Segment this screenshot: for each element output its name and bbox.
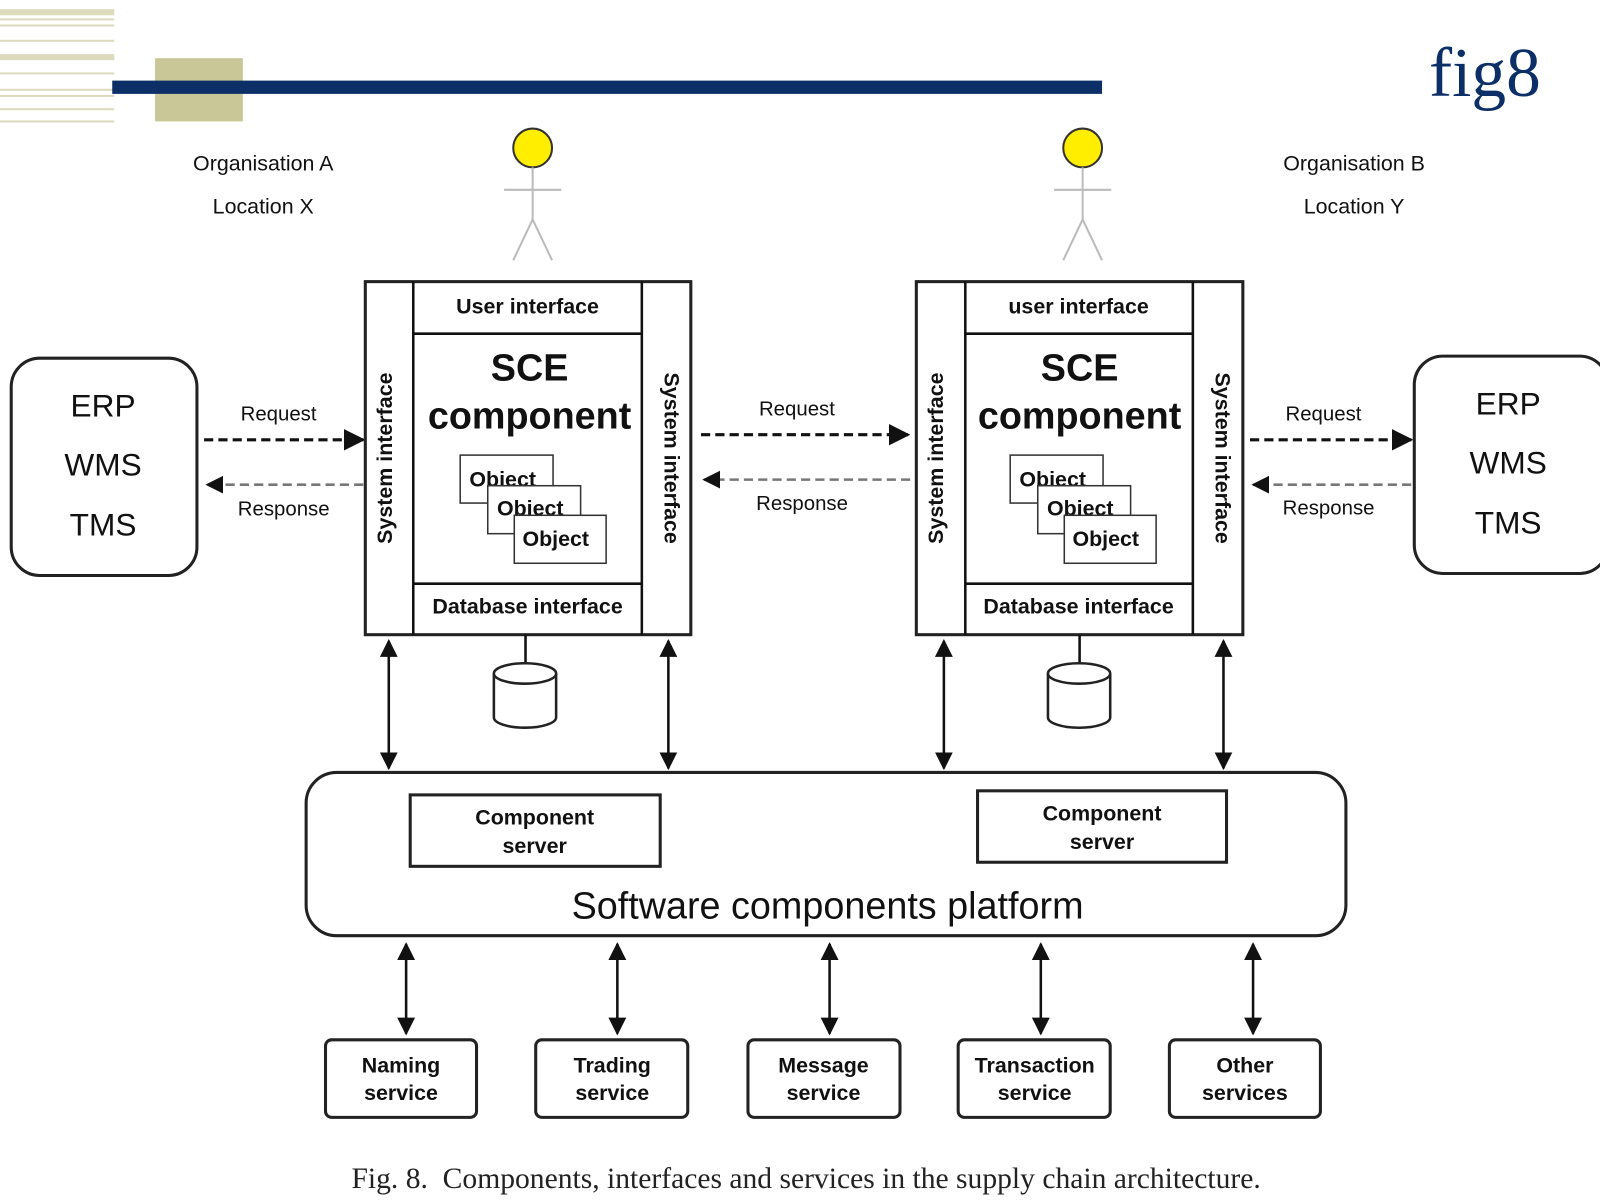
system-interface-label: System interface: [1210, 372, 1234, 543]
svg-text:Object: Object: [1072, 527, 1139, 551]
service-message: Message service: [746, 1038, 902, 1119]
sce-title-2: component: [428, 395, 632, 437]
svg-text:services: services: [1202, 1081, 1288, 1105]
header-stripes: [0, 9, 115, 123]
svg-text:service: service: [787, 1081, 861, 1105]
slide-title: fig8: [1429, 35, 1541, 112]
org-a-location: Location X: [213, 194, 314, 218]
user-interface-label: user interface: [1008, 294, 1148, 318]
platform-label: Software components platform: [572, 884, 1084, 926]
erp-label: ERP: [71, 387, 136, 423]
header-bar: [112, 80, 1103, 94]
user-actor-icon: [504, 127, 562, 261]
service-transaction: Transaction service: [956, 1038, 1112, 1119]
request-response-right: Request Response: [1250, 403, 1414, 519]
svg-text:service: service: [575, 1081, 649, 1105]
component-server-label: Component: [1043, 801, 1162, 825]
svg-text:service: service: [998, 1081, 1072, 1105]
service-connectors: [397, 942, 1262, 1036]
tms-label: TMS: [70, 507, 137, 543]
wms-label: WMS: [64, 447, 141, 483]
sce-title-2: component: [978, 395, 1182, 437]
wms-label: WMS: [1470, 444, 1547, 480]
svg-text:Other: Other: [1216, 1053, 1273, 1077]
request-response-middle: Request Response: [701, 398, 911, 515]
database-interface-label: Database interface: [432, 594, 622, 618]
svg-text:Message: Message: [778, 1053, 869, 1077]
erp-box-right: ERP WMS TMS: [1412, 354, 1600, 575]
svg-text:Response: Response: [1283, 497, 1375, 519]
svg-text:Response: Response: [756, 493, 848, 515]
database-icon: [492, 634, 558, 729]
system-interface-label: System interface: [659, 372, 683, 543]
svg-text:server: server: [1070, 830, 1134, 854]
svg-text:service: service: [364, 1081, 438, 1105]
svg-text:Request: Request: [759, 398, 835, 420]
org-b-name: Organisation B: [1283, 151, 1425, 175]
erp-box-left: ERP WMS TMS: [9, 356, 199, 578]
component-server-label: Component: [475, 805, 594, 829]
user-interface-label: User interface: [456, 294, 599, 318]
svg-text:Transaction: Transaction: [975, 1053, 1095, 1077]
sce-title: SCE: [1041, 347, 1119, 389]
svg-text:Trading: Trading: [574, 1053, 651, 1077]
system-interface-label: System interface: [924, 372, 948, 543]
erp-label: ERP: [1476, 385, 1541, 421]
software-components-platform: Component server Component server Softwa…: [304, 770, 1348, 938]
service-trading: Trading service: [534, 1038, 690, 1119]
sce-title: SCE: [491, 347, 569, 389]
database-icon: [1046, 634, 1112, 729]
sce-component-left: User interface SCE component Object Obje…: [363, 280, 693, 637]
sce-component-right: user interface SCE component Object Obje…: [914, 280, 1245, 637]
request-response-left: Request Response: [204, 403, 366, 520]
system-interface-label: System interface: [373, 372, 397, 543]
figure-caption: Fig. 8. Components, interfaces and servi…: [351, 1163, 1260, 1195]
database-interface-label: Database interface: [983, 594, 1173, 618]
platform-connectors: [379, 639, 1233, 771]
org-b-location: Location Y: [1304, 194, 1405, 218]
svg-text:Response: Response: [238, 498, 330, 520]
svg-text:Request: Request: [1285, 403, 1361, 425]
svg-text:Request: Request: [241, 403, 317, 425]
svg-text:server: server: [503, 834, 567, 858]
service-naming: Naming service: [323, 1038, 479, 1119]
svg-text:Object: Object: [522, 527, 589, 551]
org-a-name: Organisation A: [193, 151, 334, 175]
tms-label: TMS: [1475, 505, 1542, 541]
user-actor-icon: [1054, 127, 1112, 261]
service-other: Other services: [1167, 1038, 1322, 1119]
svg-text:Naming: Naming: [362, 1053, 441, 1077]
